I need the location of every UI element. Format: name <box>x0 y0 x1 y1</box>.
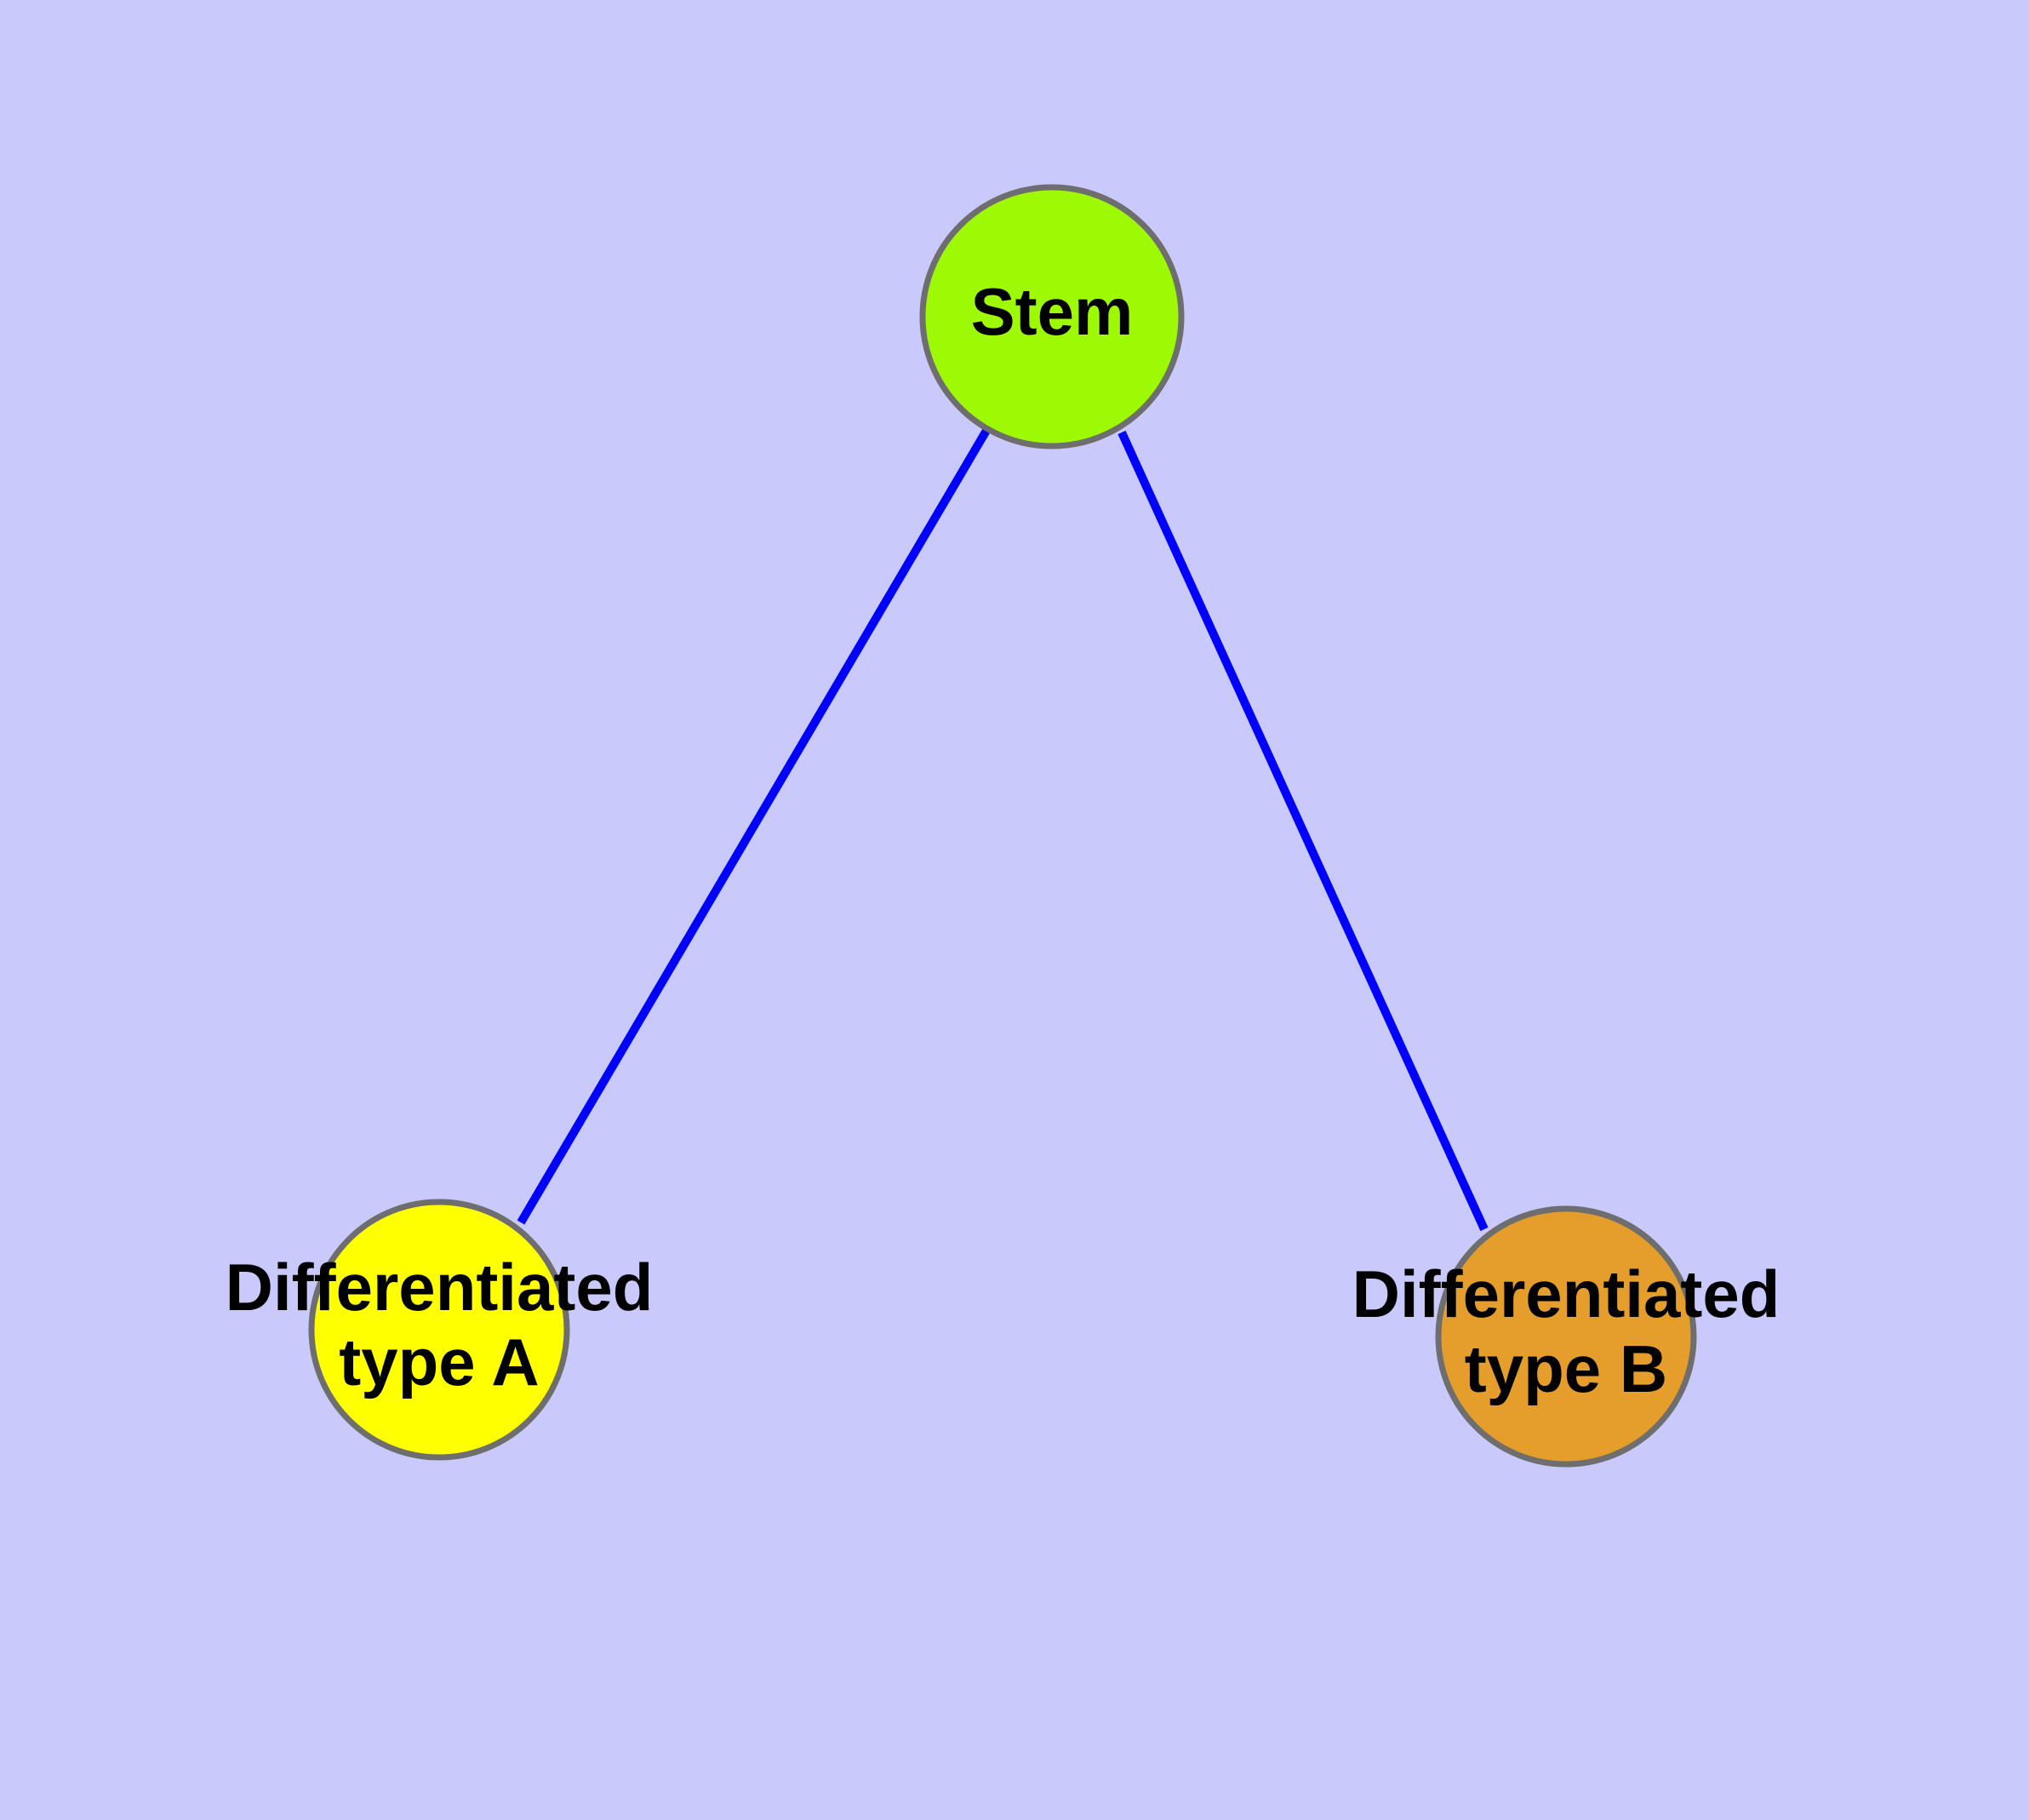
node-label-line: Differentiated <box>226 1250 654 1325</box>
node-label-stem: Stem <box>971 274 1134 349</box>
node-circle-diff-type-a[interactable] <box>308 1199 570 1461</box>
node-label-line: Differentiated <box>1352 1256 1780 1331</box>
graph-node-stem[interactable]: Stem <box>919 184 1185 449</box>
graph-edge[interactable] <box>517 426 992 1225</box>
graph-edge[interactable] <box>1117 430 1489 1232</box>
edges-group <box>517 426 1489 1232</box>
node-label-line: Stem <box>971 274 1134 349</box>
node-label-line: type B <box>1465 1331 1667 1406</box>
node-circle-diff-type-b[interactable] <box>1435 1205 1697 1468</box>
node-label-line: type A <box>339 1325 540 1399</box>
node-circle-stem[interactable] <box>919 184 1185 449</box>
